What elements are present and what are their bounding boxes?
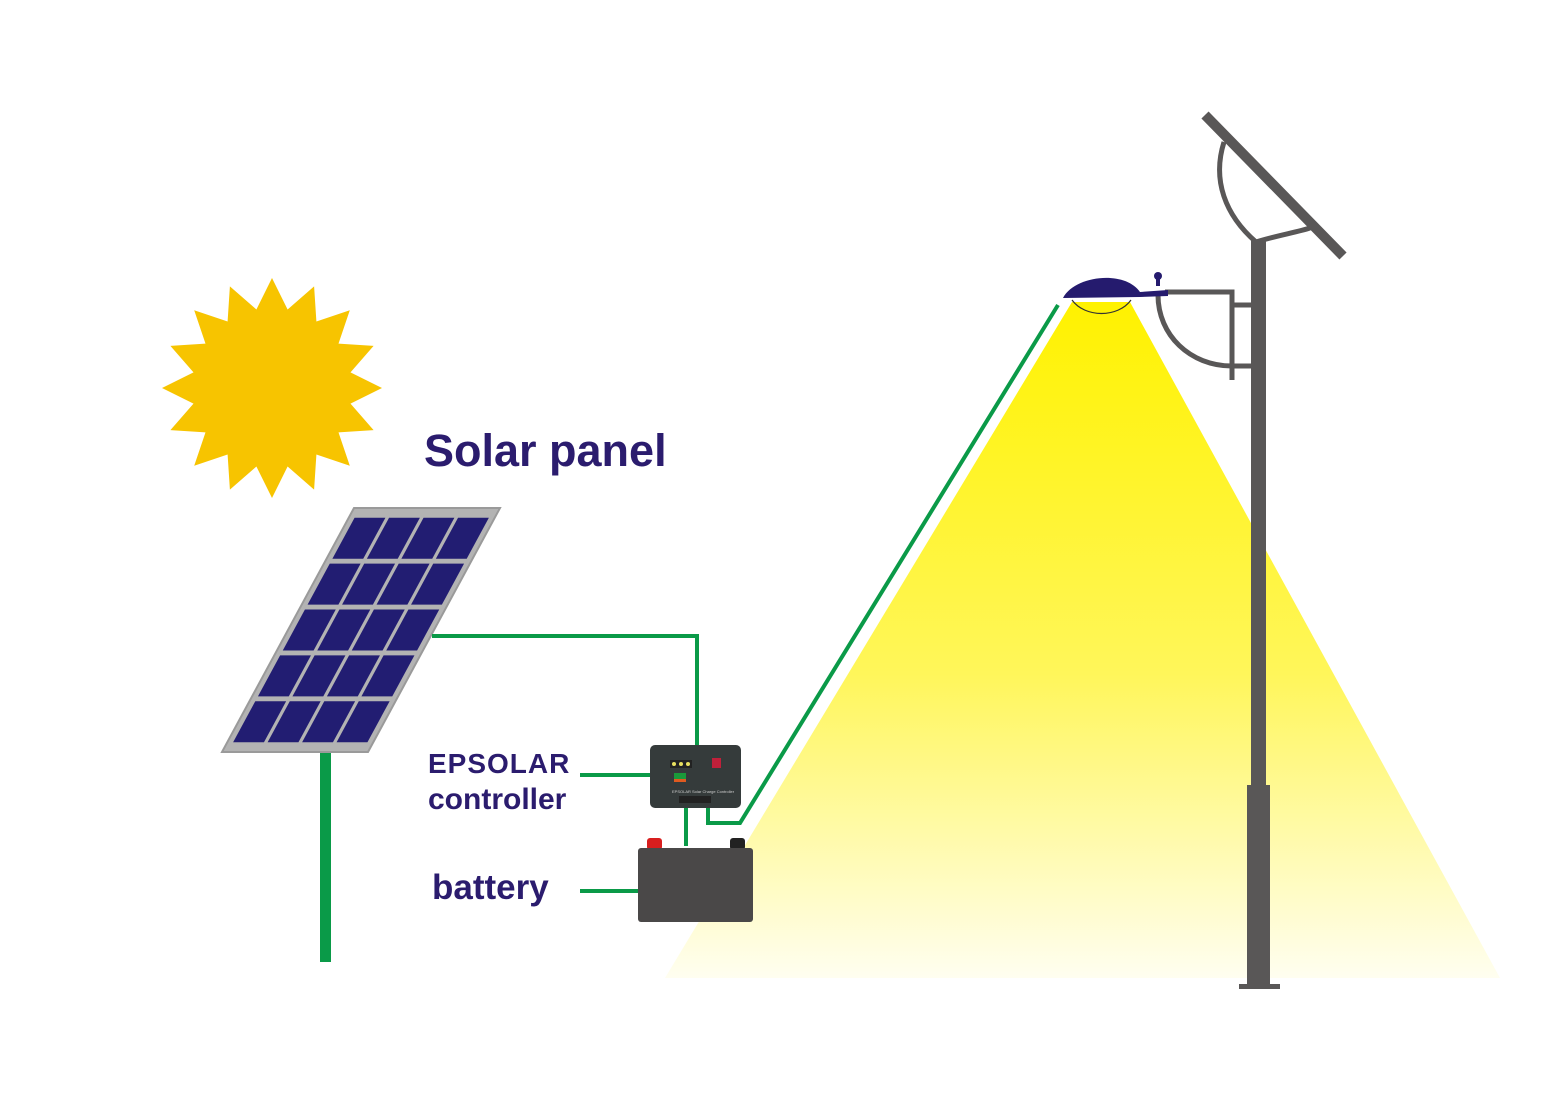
solar-cell <box>361 655 415 697</box>
positive-terminal <box>647 838 662 850</box>
solar-cell <box>435 517 489 559</box>
solar-cell <box>292 655 346 697</box>
solar-panel-icon <box>220 507 502 962</box>
solar-cell <box>332 517 386 559</box>
solar-cell <box>267 701 321 743</box>
charge-controller-icon: EPSOLAR Solar Charge Controller <box>650 745 741 808</box>
sun-rays <box>162 278 382 498</box>
sun-icon <box>162 278 382 498</box>
solar-cell <box>351 609 405 651</box>
solar-cell <box>342 563 396 605</box>
street-lamp-icon <box>1063 111 1347 989</box>
solar-cell <box>401 517 455 559</box>
svg-text:EPSOLAR Solar Charge Controlle: EPSOLAR Solar Charge Controller <box>672 789 735 794</box>
panel-post <box>320 752 331 962</box>
battery-label: battery <box>432 868 549 907</box>
lamp-solar-panel <box>1201 111 1347 260</box>
solar-cell <box>366 517 420 559</box>
solar-cell <box>326 655 380 697</box>
solar-cell <box>336 701 390 743</box>
solar-cell <box>376 563 430 605</box>
solar-cell <box>302 701 356 743</box>
solar-cell <box>307 563 361 605</box>
panel-wire <box>432 634 699 746</box>
solar-cell <box>257 655 311 697</box>
solar-cell <box>386 609 440 651</box>
battery-icon <box>638 838 753 922</box>
negative-terminal <box>730 838 745 850</box>
lamp-head <box>1063 277 1168 298</box>
wires <box>432 303 1060 893</box>
solar-cell <box>282 609 336 651</box>
light-beam <box>665 302 1500 978</box>
solar-cell <box>317 609 371 651</box>
solar-cell <box>233 701 287 743</box>
controller-label-line2: controller <box>428 783 567 816</box>
solar-panel-label: Solar panel <box>424 425 667 476</box>
solar-cell <box>411 563 465 605</box>
controller-label-line1: EPSOLAR <box>428 748 571 779</box>
lamp-wire <box>706 303 1060 825</box>
